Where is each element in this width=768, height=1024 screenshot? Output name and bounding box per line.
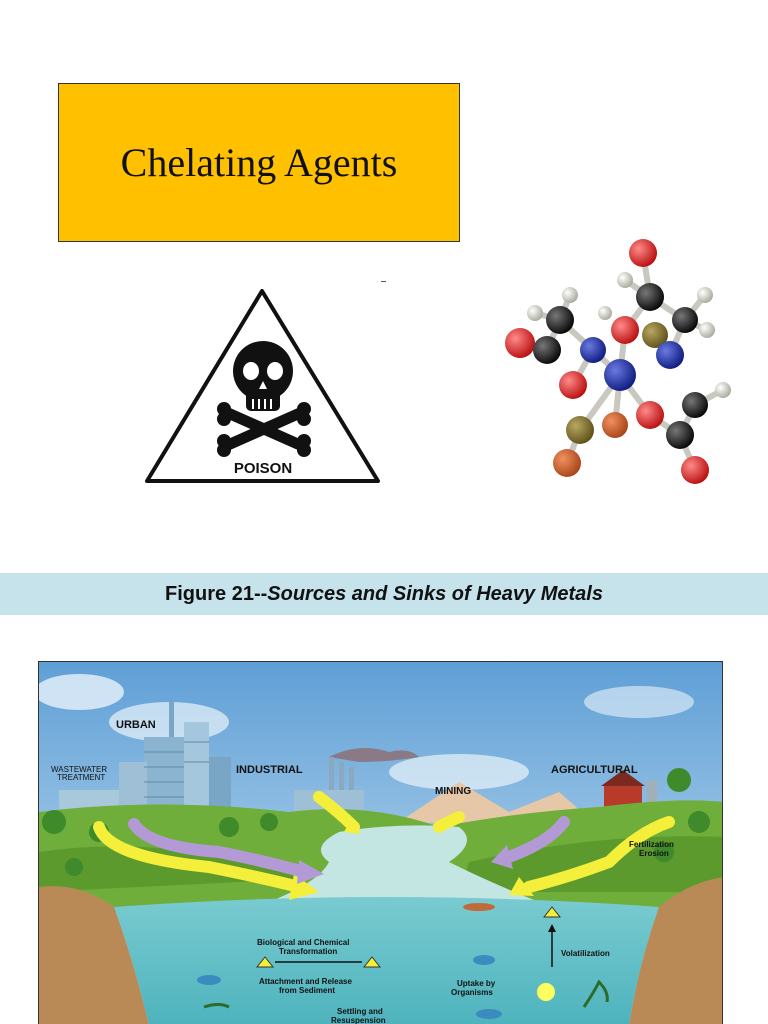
label-settling-2: Resuspension	[331, 1016, 386, 1024]
molecule-illustration	[505, 239, 731, 484]
skull-icon	[233, 341, 293, 411]
crossbones-icon	[217, 402, 311, 457]
slide-title: Chelating Agents	[120, 140, 398, 185]
label-bio-chem-1: Biological and Chemical	[257, 938, 350, 947]
label-mining: MINING	[435, 786, 472, 797]
heavy-metals-diagram: URBAN WASTEWATER TREATMENT INDUSTRIAL MI…	[38, 661, 723, 1024]
label-bio-chem-2: Transformation	[279, 947, 338, 956]
label-volatilization: Volatilization	[561, 949, 610, 958]
stray-mark	[381, 281, 386, 282]
label-attachment-2: from Sediment	[279, 986, 336, 995]
figure-caption-bar: Figure 21--Sources and Sinks of Heavy Me…	[0, 573, 768, 615]
label-uptake-2: Organisms	[451, 988, 493, 997]
figure-caption: Sources and Sinks of Heavy Metals	[267, 582, 603, 605]
label-fertilization: Fertilization	[629, 840, 674, 849]
label-agricultural: AGRICULTURAL	[551, 764, 638, 776]
title-box: Chelating Agents	[58, 83, 460, 242]
figure-number: Figure 21--	[165, 582, 268, 605]
landscape-illustration	[39, 662, 722, 1024]
label-erosion: Erosion	[639, 849, 669, 858]
label-industrial: INDUSTRIAL	[236, 764, 303, 776]
poison-label: POISON	[234, 460, 292, 477]
label-attachment-1: Attachment and Release	[259, 977, 352, 986]
label-wastewater-2: TREATMENT	[57, 773, 106, 782]
label-urban: URBAN	[116, 719, 156, 731]
label-wastewater-1: WASTEWATER	[51, 765, 108, 774]
poison-warning-sign: POISON	[145, 289, 380, 483]
label-uptake-1: Uptake by	[457, 979, 496, 988]
label-settling-1: Settling and	[337, 1007, 383, 1016]
